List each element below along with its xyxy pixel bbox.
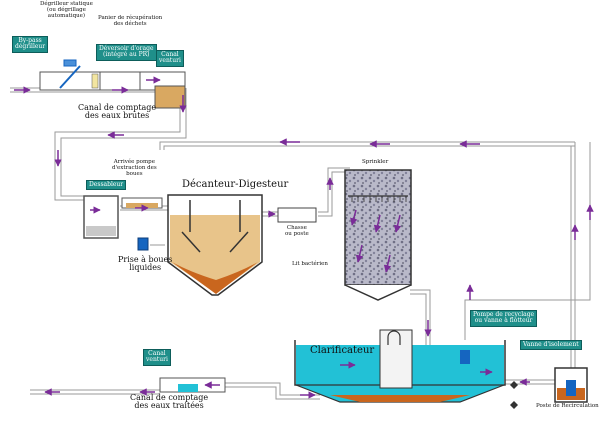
label-prise-boues: Prise à boues liquides <box>118 255 173 273</box>
lit-bacterien <box>344 169 412 301</box>
box-bypass: By-pass dégrilleur <box>12 36 49 53</box>
clarificateur <box>294 329 506 403</box>
dessableur-tank <box>83 195 163 239</box>
label-poste-recirculation: Poste de Recirculation <box>536 403 599 409</box>
label-chasse: Chasse ou poste <box>285 225 309 237</box>
label-panier: Panier de récupération des déchets <box>98 15 163 27</box>
box-canal-venturi-bottom: Canal venturi <box>143 349 171 366</box>
label-canal-traitees: Canal de comptage des eaux traitées <box>130 393 209 411</box>
label-arrivee-pompe: Arrivée pompe d'extraction des boues <box>112 159 157 177</box>
label-clarificateur: Clarificateur <box>310 345 375 356</box>
box-dessableur: Dessableur <box>86 180 127 191</box>
label-sprinkler: Sprinkler <box>362 159 389 165</box>
box-canal-venturi-top: Canal venturi <box>156 50 184 67</box>
label-lit-bacterien: Lit bactérien <box>292 261 328 267</box>
top-channel <box>39 59 186 109</box>
label-canal-brutes: Canal de comptage des eaux brutes <box>78 103 157 121</box>
box-pompe-recyclage: Pompe de recyclage ou vanne à flotteur <box>470 310 538 327</box>
chasse-tank <box>277 207 317 223</box>
decanteur-digesteur <box>137 194 263 296</box>
box-vanne-isolement: Vanne d'isolement <box>520 340 582 351</box>
label-decanteur: Décanteur-Digesteur <box>182 179 289 190</box>
poste-recirculation <box>510 367 588 409</box>
flow-arrows <box>14 76 594 399</box>
pipes <box>10 87 591 400</box>
label-degrilleur: Dégrilleur statique (ou dégrillage autom… <box>40 1 93 19</box>
box-deversoir: Déversoir d'orage (intégré au PR) <box>96 44 157 61</box>
